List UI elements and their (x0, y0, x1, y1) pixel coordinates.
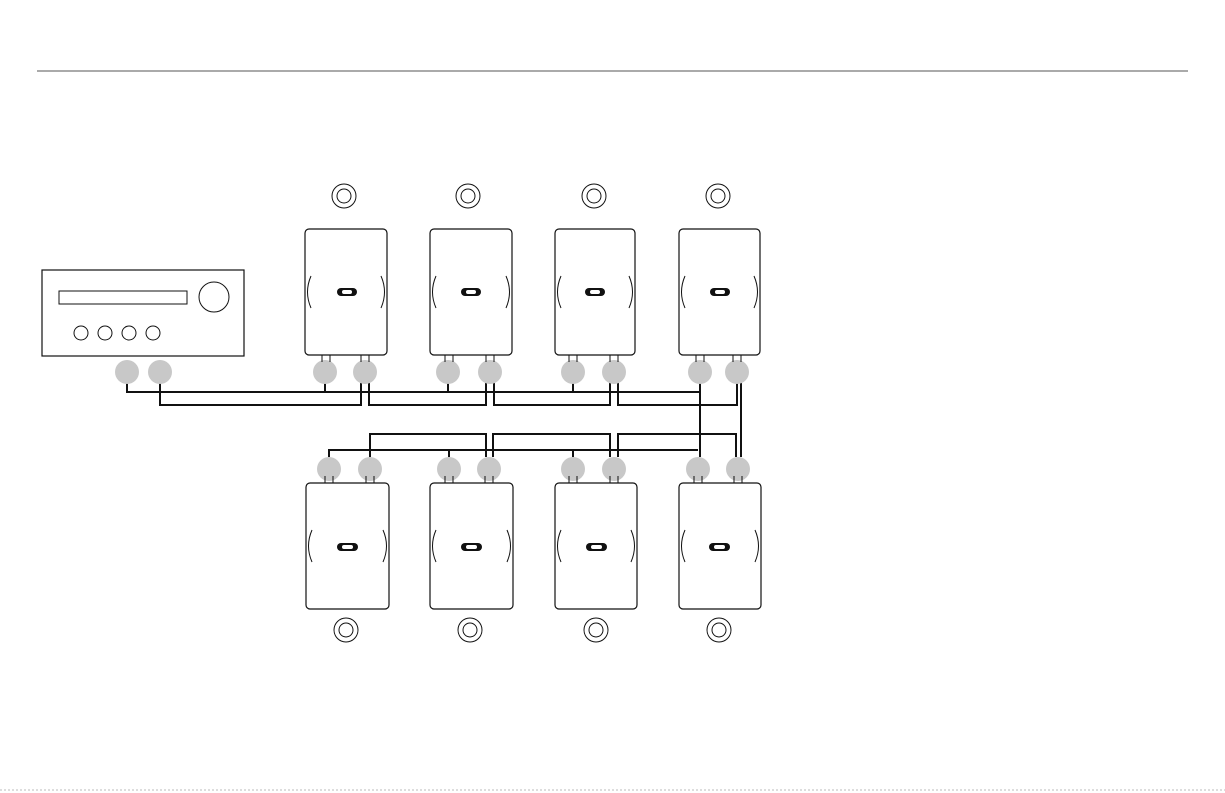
volume-knob-icon (582, 184, 606, 208)
volume-knob-icon (706, 184, 730, 208)
wall-speaker-icon (430, 229, 512, 362)
top-speaker-row (305, 184, 760, 362)
volume-knob-icon (332, 184, 356, 208)
wall-speaker-icon (305, 229, 387, 362)
wall-speaker-icon (679, 229, 760, 362)
bottom-speaker-row (306, 476, 761, 642)
volume-knob-icon (334, 618, 358, 642)
speaker-wires (127, 383, 741, 457)
bottom-speaker-terminals (317, 457, 750, 481)
wall-speaker-icon (679, 476, 761, 609)
wall-speaker-icon (555, 229, 635, 362)
wall-speaker-icon (430, 476, 513, 609)
top-speaker-terminals (313, 360, 749, 384)
wall-speaker-icon (306, 476, 389, 609)
wall-speaker-icon (555, 476, 637, 609)
stereo-receiver-icon (42, 270, 244, 356)
volume-knob-icon (456, 184, 480, 208)
volume-knob-icon (584, 618, 608, 642)
volume-knob-icon (458, 618, 482, 642)
receiver-terminals (115, 360, 172, 384)
volume-knob-icon (707, 618, 731, 642)
